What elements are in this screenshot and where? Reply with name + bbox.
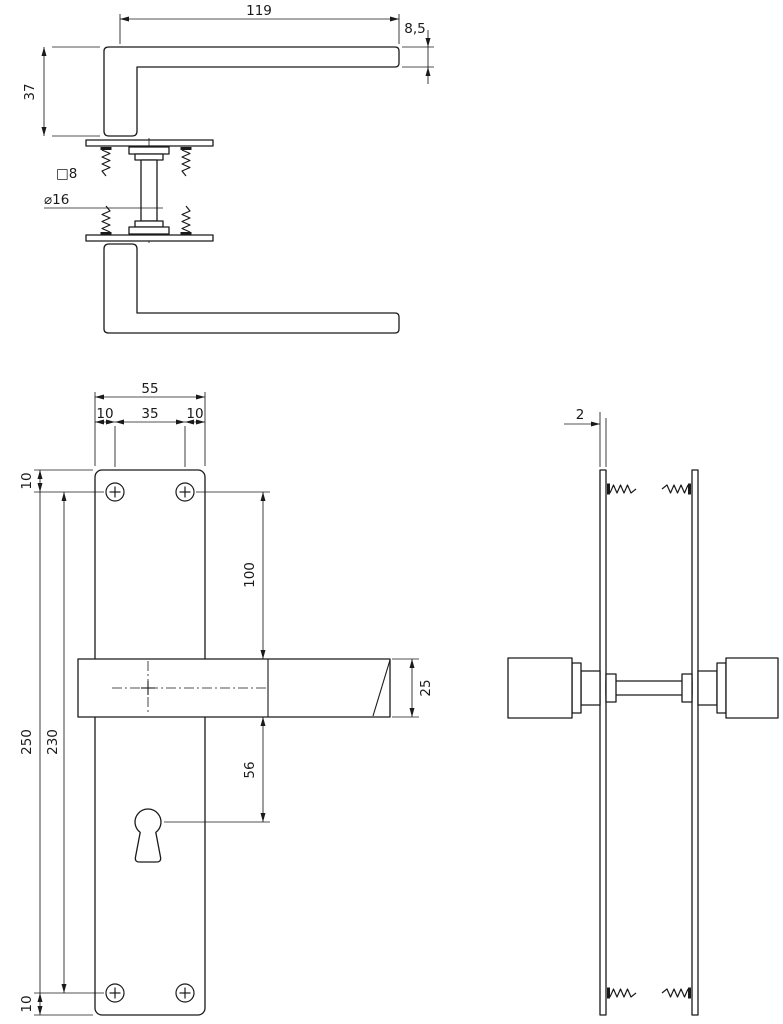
handle-profile-view: 119 8,5 37 □8 ⌀16 [22,3,434,334]
dimension-handle-length: 119 [119,3,400,44]
dim-label-rose-diameter: ⌀16 [44,192,69,208]
dimension-keyhole-offset: 56 [164,717,270,823]
screw-head-icon [105,482,125,502]
dim-label-plate-height: 250 [19,729,35,755]
dim-label-lever-offset: 100 [242,562,258,588]
spindle-assembly [128,138,170,243]
backplate-front-view: 55 10 35 10 10 250 10 230 [19,381,434,1016]
dimension-plate-height-chain: 10 250 10 230 [19,469,104,1016]
dimension-plate-thickness: 2 [564,407,607,467]
dim-label-plate-thickness: 2 [576,407,585,423]
handle-top-profile [103,46,400,137]
screw-head-icon [175,983,195,1003]
handle-bottom-profile [103,243,400,334]
rose-plate-bottom [85,234,214,242]
dim-label-handle-length: 119 [246,3,272,19]
dim-label-handle-height: 37 [22,83,38,100]
dimension-lever-offset: 100 [196,491,270,659]
dimension-lever-width: 25 [392,658,434,718]
screw-icon [99,146,113,177]
dim-label-plate-width: 55 [141,381,158,397]
screw-icon [606,482,637,496]
dimension-screw-spacing-horizontal: 10 35 10 [95,406,205,467]
dim-label-keyhole-offset: 56 [242,761,258,778]
handle-side [507,657,779,719]
dim-label-handle-thickness: 8,5 [404,21,425,37]
dimension-handle-thickness: 8,5 [402,21,434,84]
screw-icon [179,205,193,236]
backplate-side-view: 2 [507,407,779,1016]
dim-label-left-margin: 10 [96,406,113,422]
screw-icon [179,146,193,177]
dim-label-bottom-margin: 10 [19,995,35,1012]
dim-label-screw-spacing: 35 [141,406,158,422]
keyhole [134,808,162,863]
screw-icon [606,986,637,1000]
rose-plate-top [85,139,214,147]
screw-head-icon [105,983,125,1003]
dim-label-lever-width: 25 [418,679,434,696]
dim-label-right-margin: 10 [186,406,203,422]
lever-front [77,658,391,718]
backplate [94,469,206,1016]
plate-side-right [691,469,699,1016]
dimension-plate-width: 55 [94,381,206,466]
dim-label-spindle-square: □8 [56,166,77,182]
dim-label-top-margin: 10 [19,472,35,489]
dim-label-screw-centers: 230 [45,729,61,755]
plate-side-left [599,469,607,1016]
screw-icon [661,482,692,496]
screw-icon [99,205,113,236]
screw-head-icon [175,482,195,502]
dimension-handle-height: 37 [22,46,100,137]
dimension-rose-diameter: ⌀16 [44,192,163,209]
screw-icon [661,986,692,1000]
